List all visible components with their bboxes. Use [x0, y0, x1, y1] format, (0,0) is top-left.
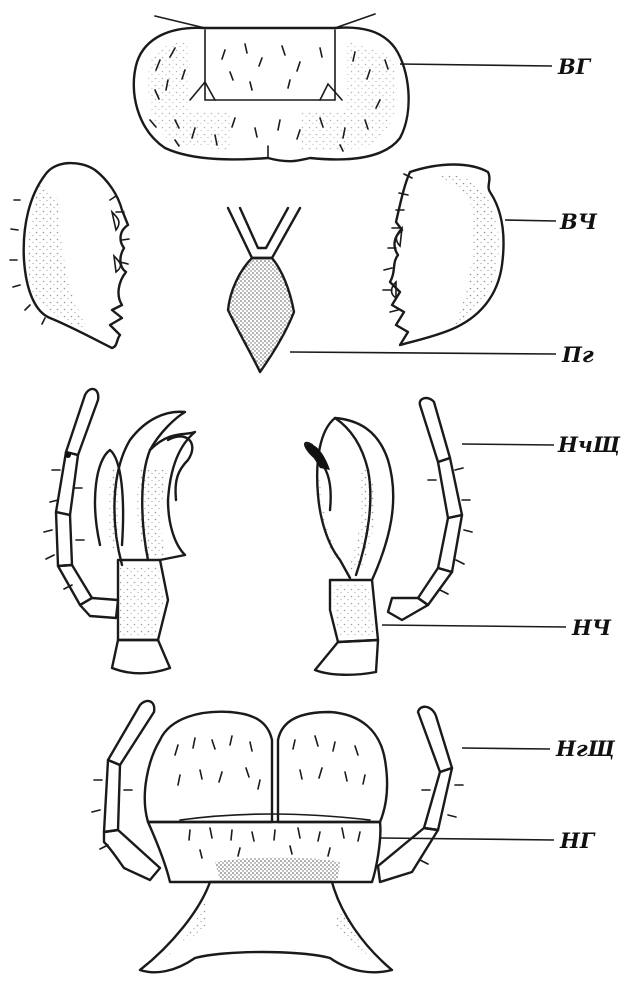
label-labial-palp: НгЩ	[555, 736, 616, 761]
right-maxilla-drawing	[305, 398, 472, 675]
label-maxilla: НЧ	[571, 615, 612, 640]
label-lower-lip: НГ	[559, 828, 596, 853]
label-hypopharynx: Пг	[561, 342, 594, 367]
left-maxilla-drawing	[44, 389, 195, 673]
right-mandible-drawing	[383, 165, 504, 346]
hypopharynx-drawing	[228, 208, 300, 372]
label-mandible: ВЧ	[559, 209, 598, 234]
lower-lip-drawing	[92, 701, 463, 972]
upper-lip-drawing	[134, 14, 409, 161]
label-maxillary-palp: НчЩ	[557, 432, 621, 457]
label-upper-lip: ВГ	[557, 54, 592, 79]
left-mandible-drawing	[10, 163, 129, 348]
